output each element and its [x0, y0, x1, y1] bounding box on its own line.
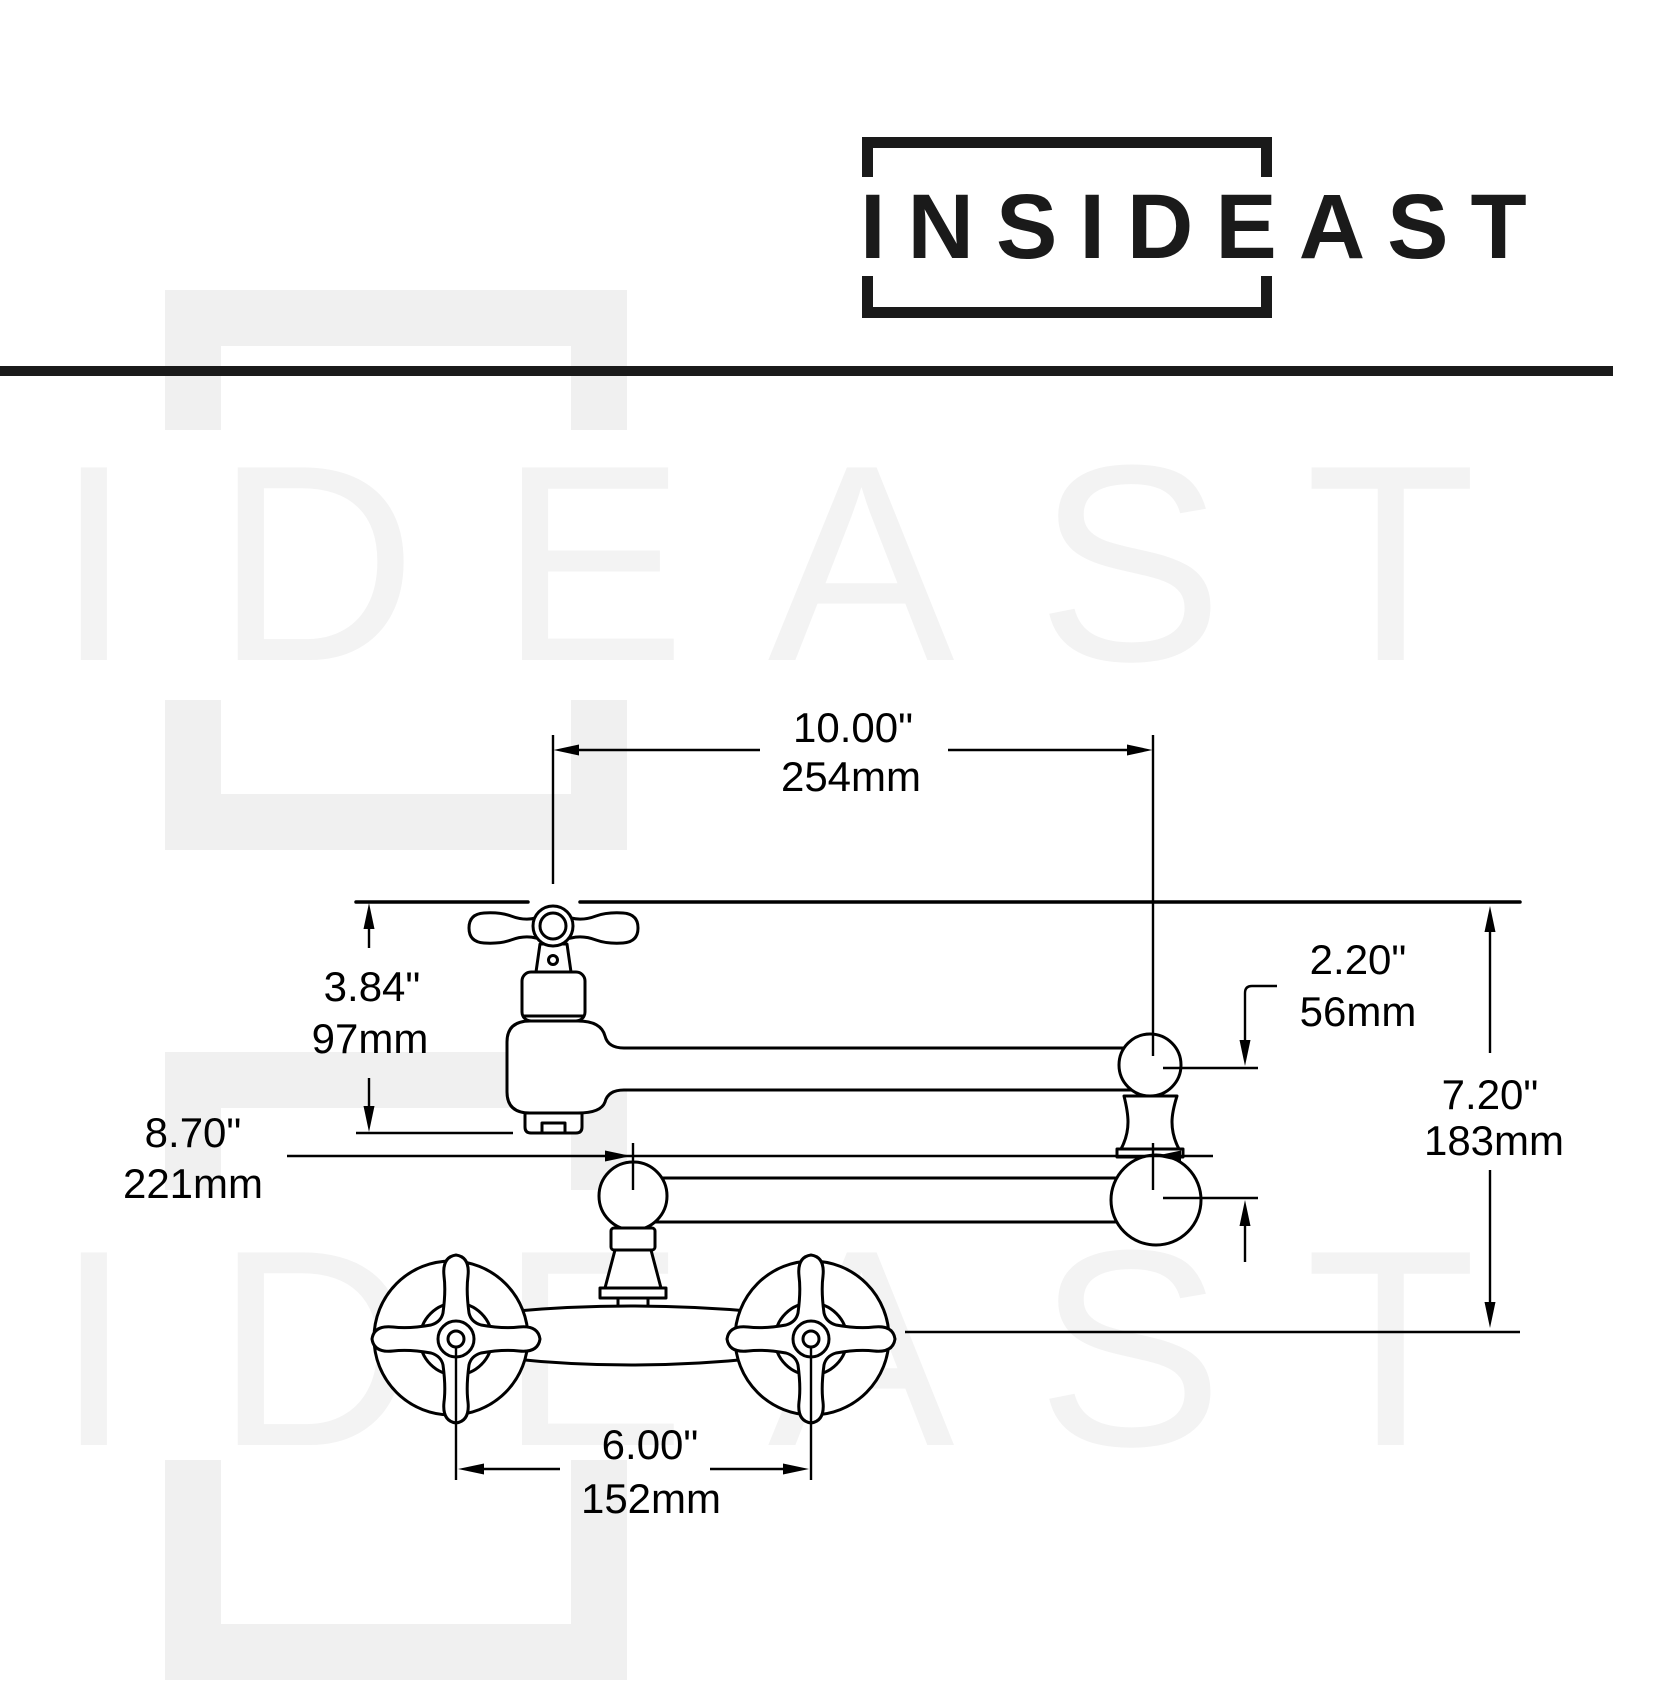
- lower-arm: [648, 1176, 1152, 1224]
- divider-rule: [0, 366, 1613, 376]
- mm-label: 152mm: [581, 1475, 721, 1522]
- dimension-handle-centers: 6.00" 152mm: [454, 1347, 813, 1522]
- dimension-outlet-reach: 8.70" 221mm: [123, 1109, 1213, 1207]
- spout-handle-hub-hole: [538, 911, 568, 941]
- watermark-frame-top: [165, 1052, 627, 1190]
- watermark-upper: IDEAST: [55, 290, 1558, 850]
- inches-label: 3.84": [324, 963, 421, 1010]
- mm-label: 183mm: [1424, 1117, 1564, 1164]
- upper-ball-joint: [1117, 1032, 1183, 1098]
- arrow-right-icon: [1127, 744, 1153, 756]
- brand-logo: INSIDEAST: [860, 137, 1549, 318]
- faucet-drawing: [354, 900, 1522, 1425]
- watermark-frame-bottom: [165, 700, 627, 850]
- arrow-up-icon: [1239, 1200, 1251, 1226]
- dimension-joint-offset: 2.20" 56mm: [1163, 936, 1416, 1262]
- inches-label: 7.20": [1442, 1071, 1539, 1118]
- mm-label: 221mm: [123, 1160, 263, 1207]
- stem-nut: [609, 1226, 657, 1252]
- stem-cone: [603, 1248, 663, 1290]
- logo-text: INSIDEAST: [860, 176, 1549, 278]
- arrow-down-icon: [363, 1106, 375, 1132]
- watermark-frame-bottom: [165, 1460, 627, 1680]
- arrow-right-icon: [783, 1463, 809, 1475]
- inches-label: 10.00": [793, 704, 913, 751]
- mm-label: 97mm: [312, 1015, 429, 1062]
- right-handle-hub-cap: [801, 1329, 821, 1349]
- lower-right-ball-joint: [1109, 1153, 1203, 1247]
- logo-frame-top: [862, 137, 1272, 177]
- dimension-line: [905, 932, 1520, 1334]
- dimension-line: [454, 1347, 813, 1480]
- mm-label: 56mm: [1300, 988, 1417, 1035]
- dimension-line: [287, 1143, 1213, 1190]
- arrow-up-icon: [1484, 906, 1496, 932]
- arrow-left-icon: [458, 1463, 484, 1475]
- arrow-right-icon: [605, 1150, 631, 1162]
- inches-label: 8.70": [145, 1109, 242, 1156]
- valve-body-and-upper-arm: [505, 1019, 1148, 1115]
- spout-handle-screw: [547, 954, 559, 966]
- arrow-down-icon: [1239, 1040, 1251, 1066]
- extension-lines: [551, 735, 1155, 1056]
- arrow-down-icon: [1484, 1302, 1496, 1328]
- spout-bonnet: [520, 970, 587, 1023]
- aerator-notch: [540, 1121, 567, 1135]
- watermark-text: IDEAST: [55, 408, 1558, 720]
- left-handle-hub-cap: [446, 1329, 466, 1349]
- dimension-line: [356, 929, 513, 1135]
- logo-frame-bottom: [862, 276, 1272, 318]
- dimension-spout-height: 3.84" 97mm: [312, 903, 513, 1135]
- arrow-left-icon: [1155, 1150, 1181, 1162]
- tick-lines: [1163, 1066, 1258, 1200]
- dimension-overall-height: 7.20" 183mm: [905, 906, 1564, 1334]
- dimension-spout-span: 10.00" 254mm: [551, 704, 1155, 1056]
- inches-label: 6.00": [602, 1421, 699, 1468]
- leader-line: [1243, 984, 1277, 1040]
- mm-label: 254mm: [781, 753, 921, 800]
- joint-connector: [1119, 1094, 1181, 1151]
- arrow-left-icon: [553, 744, 579, 756]
- arrow-up-icon: [363, 903, 375, 929]
- inches-label: 2.20": [1310, 936, 1407, 983]
